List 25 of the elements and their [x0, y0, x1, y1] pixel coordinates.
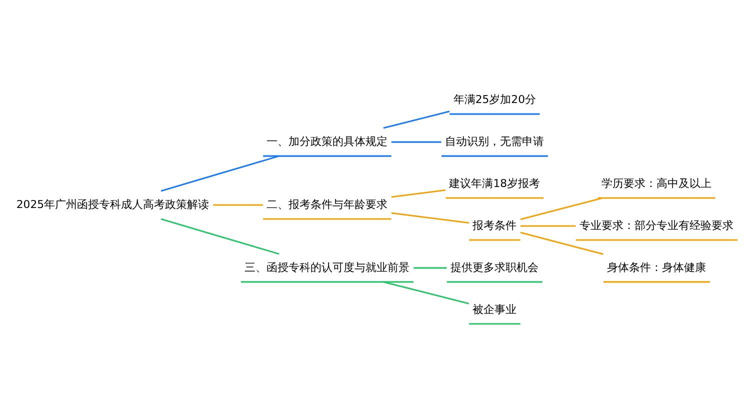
connector [391, 212, 470, 224]
node-text: 报考条件 [472, 218, 517, 232]
connector [391, 189, 446, 198]
node-text: 2025年广州函授专科成人高考政策解读 [16, 198, 210, 211]
connector [520, 232, 604, 255]
node-text: 一、加分政策的具体规定 [266, 134, 388, 148]
connector [520, 225, 576, 227]
node-text: 年满25岁加20分 [453, 92, 536, 106]
connector [160, 218, 280, 255]
connector [383, 281, 470, 304]
node-text: 自动识别，无需申请 [445, 134, 544, 148]
connector [391, 141, 442, 143]
node-text: 三、函授专科的认可度与就业前景 [244, 260, 410, 274]
node-text: 被企事业 [472, 302, 517, 316]
connector [160, 155, 280, 192]
node-text: 二、报考条件与年龄要求 [266, 198, 388, 211]
node-text: 学历要求：高中及以上 [602, 176, 712, 190]
node-text: 专业要求：部分专业有经验要求 [580, 218, 734, 232]
node-text: 建议年满18岁报考 [449, 176, 540, 190]
connector [383, 110, 450, 129]
connector [520, 197, 602, 220]
node-text: 提供更多求职机会 [450, 260, 539, 274]
node-text: 身体条件：身体健康 [607, 260, 706, 274]
connector [213, 204, 264, 206]
connector [414, 267, 447, 269]
